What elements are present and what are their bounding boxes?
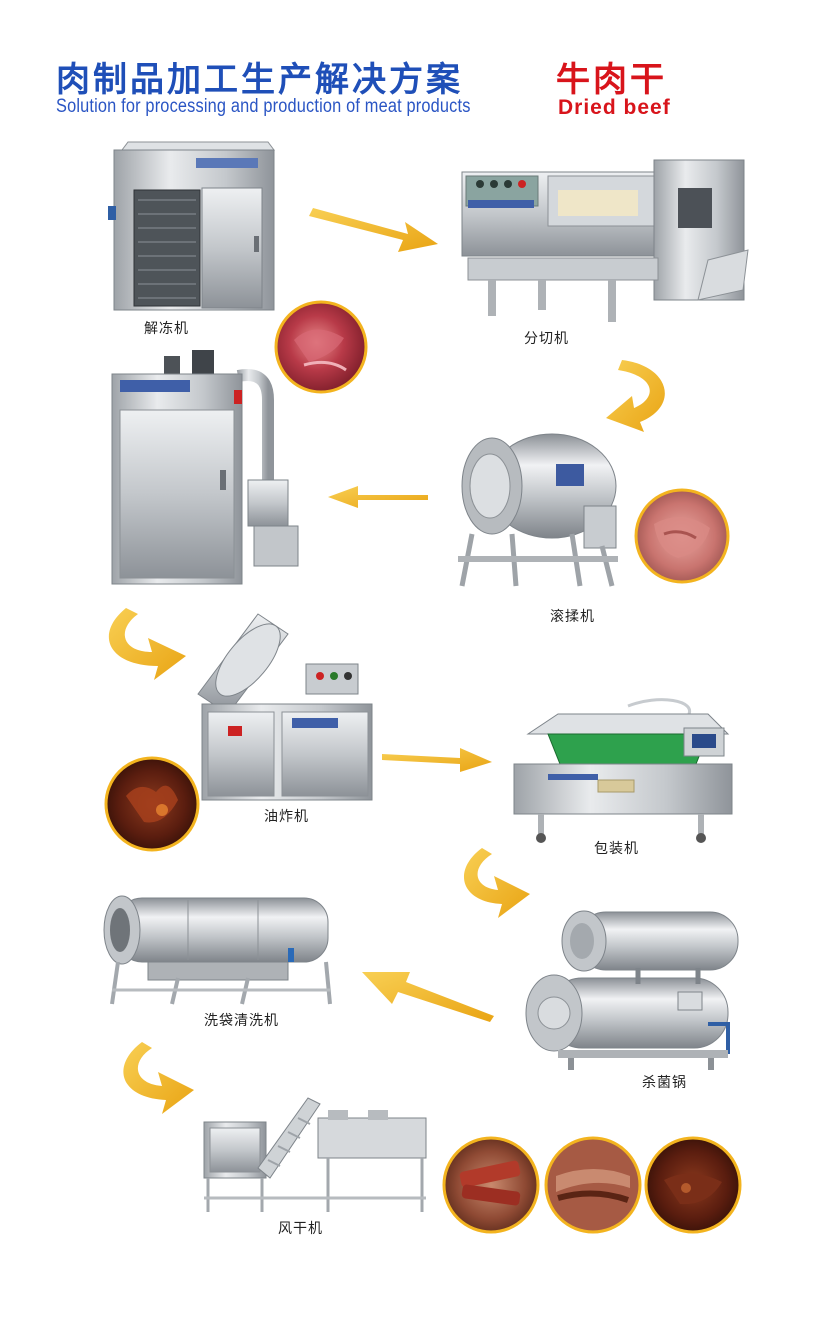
flow-arrow-icon <box>123 1042 194 1114</box>
flow-arrow-icon <box>382 748 492 772</box>
vacuum-packaging-machine-image <box>513 698 733 843</box>
dried-beef-photo <box>644 1136 742 1234</box>
flow-arrow-icon <box>328 486 428 508</box>
raw-beef-photo <box>274 300 368 394</box>
machine-label: 滚揉机 <box>550 609 595 625</box>
page-title: 肉制品加工生产解决方案 <box>56 60 463 100</box>
fried-beef-photo <box>104 756 200 852</box>
flow-arrow-icon <box>108 608 186 680</box>
product-name: 牛肉干 <box>556 60 667 100</box>
dicing-machine-image <box>461 159 749 322</box>
machine-label: 油炸机 <box>264 809 309 825</box>
retort-sterilizer-image <box>525 910 739 1070</box>
page-subtitle: Solution for processing and production o… <box>56 96 471 117</box>
machine-label: 包装机 <box>594 841 639 857</box>
machine-label: 风干机 <box>278 1221 323 1237</box>
fryer-machine-image <box>197 613 373 801</box>
machine-label: 洗袋清洗机 <box>204 1013 279 1029</box>
flow-arrow-icon <box>606 360 665 432</box>
thawing-machine-image <box>108 141 275 311</box>
vacuum-tumbler-image <box>458 433 618 587</box>
dried-beef-photo <box>544 1136 642 1234</box>
flow-arrow-icon <box>309 208 438 252</box>
machine-label: 杀菌锅 <box>642 1075 687 1091</box>
bag-washing-machine-image <box>103 895 332 1005</box>
machine-label: 解冻机 <box>144 321 189 337</box>
flow-arrow-icon <box>362 972 494 1022</box>
machine-label: 分切机 <box>524 331 569 347</box>
air-drying-line-image <box>203 1097 427 1212</box>
marinated-beef-photo <box>634 488 730 584</box>
flow-arrow-icon <box>463 848 530 918</box>
dried-beef-photo <box>442 1136 540 1234</box>
smokehouse-oven-image <box>111 350 299 585</box>
product-name-en: Dried beef <box>558 96 671 119</box>
